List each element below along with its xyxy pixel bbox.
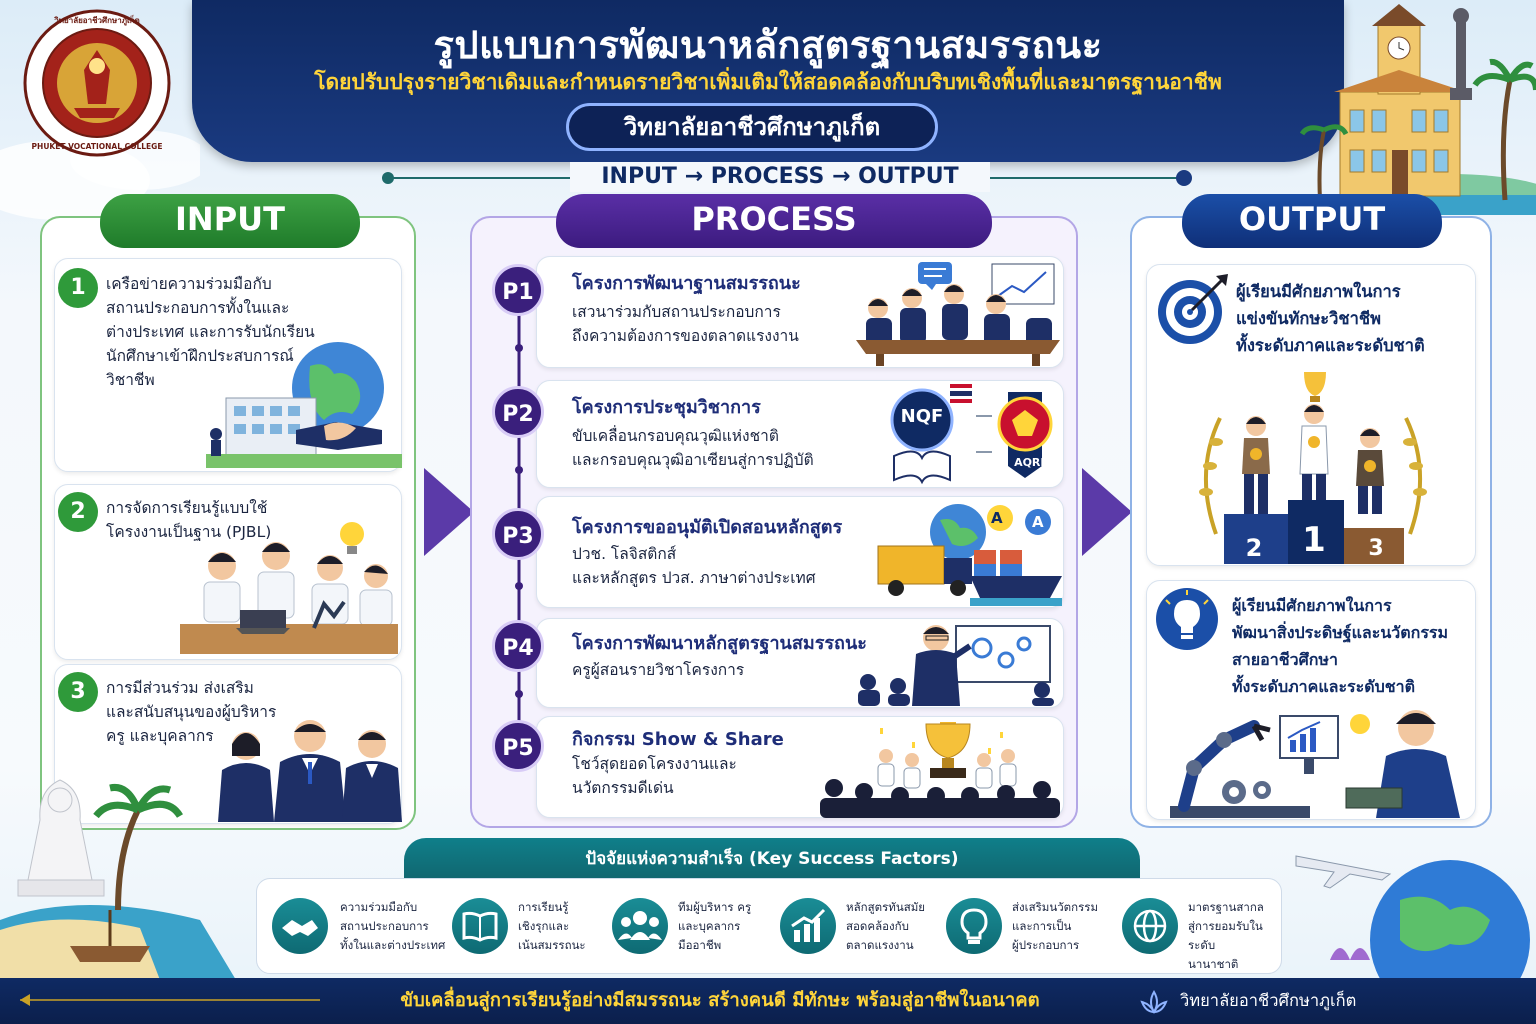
process-p5-desc: โชว์สุดยอดโครงงานและนวัตกรรมดีเด่น bbox=[572, 755, 737, 797]
logo-text-top: วิทยาลัยอาชีวศึกษาภูเก็ต bbox=[54, 16, 140, 25]
process-badge-p2: P2 bbox=[492, 386, 544, 438]
phuket-landmark-illustration bbox=[1300, 4, 1536, 215]
footer-line-decoration-left bbox=[20, 994, 320, 1006]
college-name-pill: วิทยาลัยอาชีวศึกษาภูเก็ต bbox=[566, 103, 938, 151]
ksf-item-3: ทีมผู้บริหาร ครูและบุคลากรมืออาชีพ bbox=[678, 900, 752, 952]
process-p1-title: โครงการพัฒนาฐานสมรรถนะ bbox=[572, 273, 801, 294]
input-number-2: 2 bbox=[58, 492, 98, 532]
process-p3-title: โครงการขออนุมัติเปิดสอนหลักสูตร bbox=[572, 517, 843, 538]
process-p2-title: โครงการประชุมวิชาการ bbox=[572, 397, 761, 418]
arrow-process-to-output bbox=[1082, 468, 1132, 556]
footer-bar bbox=[0, 978, 1536, 1024]
podium-second-place: 2 bbox=[1245, 534, 1263, 562]
output-heading: OUTPUT bbox=[1182, 194, 1442, 248]
ksf-item-4: หลักสูตรทันสมัยสอดคล้องกับตลาดแรงงาน bbox=[846, 900, 926, 952]
ksf-item-5: ส่งเสริมนวัตกรรมและการเป็นผู้ประกอบการ bbox=[1012, 900, 1099, 952]
key-success-factors-strip bbox=[256, 878, 1282, 974]
page-subtitle: โดยปรับปรุงรายวิชาเดิมและกำหนดรายวิชาเพิ… bbox=[314, 70, 1222, 94]
footer-slogan: ขับเคลื่อนสู่การเรียนรู้อย่างมีสมรรถนะ ส… bbox=[400, 990, 1040, 1011]
input-heading: INPUT bbox=[100, 194, 360, 248]
ksf-item-2: การเรียนรู้เชิงรุกและเน้นสมรรถนะ bbox=[518, 900, 586, 952]
language-letter-a-2: A bbox=[1032, 513, 1044, 531]
process-p4-title: โครงการพัฒนาหลักสูตรฐานสมรรถนะ bbox=[572, 633, 867, 654]
growth-chart-icon bbox=[780, 898, 836, 954]
team-icon bbox=[612, 898, 668, 954]
aqrf-badge: AQRF bbox=[1014, 456, 1048, 469]
podium-third-place: 3 bbox=[1368, 536, 1384, 561]
output-card-1-text: ผู้เรียนมีศักยภาพในการแข่งขันทักษะวิชาชี… bbox=[1236, 282, 1425, 355]
podium-winners-illustration bbox=[1199, 372, 1427, 564]
process-badge-p4: P4 bbox=[492, 620, 544, 672]
footer-college-name: วิทยาลัยอาชีวศึกษาภูเก็ต bbox=[1180, 991, 1357, 1010]
ksf-item-6: มาตรฐานสากลสู่การยอมรับในระดับนานาชาติ bbox=[1188, 900, 1264, 971]
lotus-icon bbox=[1140, 990, 1168, 1014]
target-icon bbox=[1158, 274, 1228, 344]
handshake-globe-illustration bbox=[206, 342, 402, 468]
process-badge-p1: P1 bbox=[492, 264, 544, 316]
globe-icon bbox=[1122, 898, 1178, 954]
input-card-3-text: การมีส่วนร่วม ส่งเสริมและสนับสนุนของผู้บ… bbox=[106, 679, 277, 745]
output-card-2-text: ผู้เรียนมีศักยภาพในการพัฒนาสิ่งประดิษฐ์แ… bbox=[1232, 596, 1449, 696]
key-success-factors-heading: ปัจจัยแห่งความสำเร็จ (Key Success Factor… bbox=[404, 838, 1140, 880]
students-project-illustration bbox=[180, 522, 398, 654]
process-p2-desc: ขับเคลื่อนกรอบคุณวุฒิแห่งชาติและกรอบคุณว… bbox=[572, 427, 814, 469]
flow-label: INPUT → PROCESS → OUTPUT bbox=[570, 162, 990, 192]
nqf-badge: NQF bbox=[900, 406, 944, 427]
thailand-flag-icon bbox=[950, 384, 972, 403]
input-number-3: 3 bbox=[58, 672, 98, 712]
ksf-item-1: ความร่วมมือกับสถานประกอบการทั้งในและต่าง… bbox=[340, 900, 446, 952]
nqf-aqrf-illustration bbox=[890, 384, 1053, 485]
meeting-illustration bbox=[856, 262, 1060, 366]
input-card-2-text: การจัดการเรียนรู้แบบใช้โครงงานเป็นฐาน (P… bbox=[106, 499, 272, 541]
page-title: รูปแบบการพัฒนาหลักสูตรฐานสมรรถนะ bbox=[433, 23, 1103, 67]
podium-first-place: 1 bbox=[1302, 520, 1326, 560]
process-badge-p5: P5 bbox=[492, 720, 544, 772]
lightbulb-icon bbox=[1156, 588, 1218, 650]
administrators-illustration bbox=[218, 720, 402, 822]
arrow-input-to-process bbox=[424, 468, 474, 556]
input-card-1-text: เครือข่ายความร่วมมือกับสถานประกอบการทั้ง… bbox=[106, 275, 315, 389]
logo-text-bottom: PHUKET VOCATIONAL COLLEGE bbox=[31, 142, 163, 151]
book-icon bbox=[452, 898, 508, 954]
process-badge-p3: P3 bbox=[492, 508, 544, 560]
process-p5-title: กิจกรรม Show & Share bbox=[572, 729, 784, 750]
college-logo bbox=[23, 9, 171, 157]
process-p4-desc: ครูผู้สอนรายวิชาโครงการ bbox=[572, 661, 745, 679]
input-number-1: 1 bbox=[58, 268, 98, 308]
lightbulb-icon bbox=[946, 898, 1002, 954]
logistics-illustration bbox=[877, 504, 1062, 606]
beach-buddha-illustration bbox=[0, 779, 236, 980]
process-p1-desc: เสวนาร่วมกับสถานประกอบการถึงความต้องการข… bbox=[572, 303, 799, 345]
globe-plane-illustration bbox=[1295, 855, 1530, 980]
handshake-icon bbox=[272, 898, 328, 954]
robot-innovation-illustration bbox=[1170, 710, 1460, 818]
process-card-p2 bbox=[536, 380, 1064, 488]
process-p3-desc: ปวช. โลจิสติกส์และหลักสูตร ปวส. ภาษาต่าง… bbox=[572, 545, 816, 587]
show-and-share-illustration bbox=[820, 722, 1060, 818]
teacher-presentation-illustration bbox=[858, 625, 1054, 706]
process-heading: PROCESS bbox=[556, 194, 992, 248]
language-letter-a-1: A bbox=[991, 509, 1003, 527]
